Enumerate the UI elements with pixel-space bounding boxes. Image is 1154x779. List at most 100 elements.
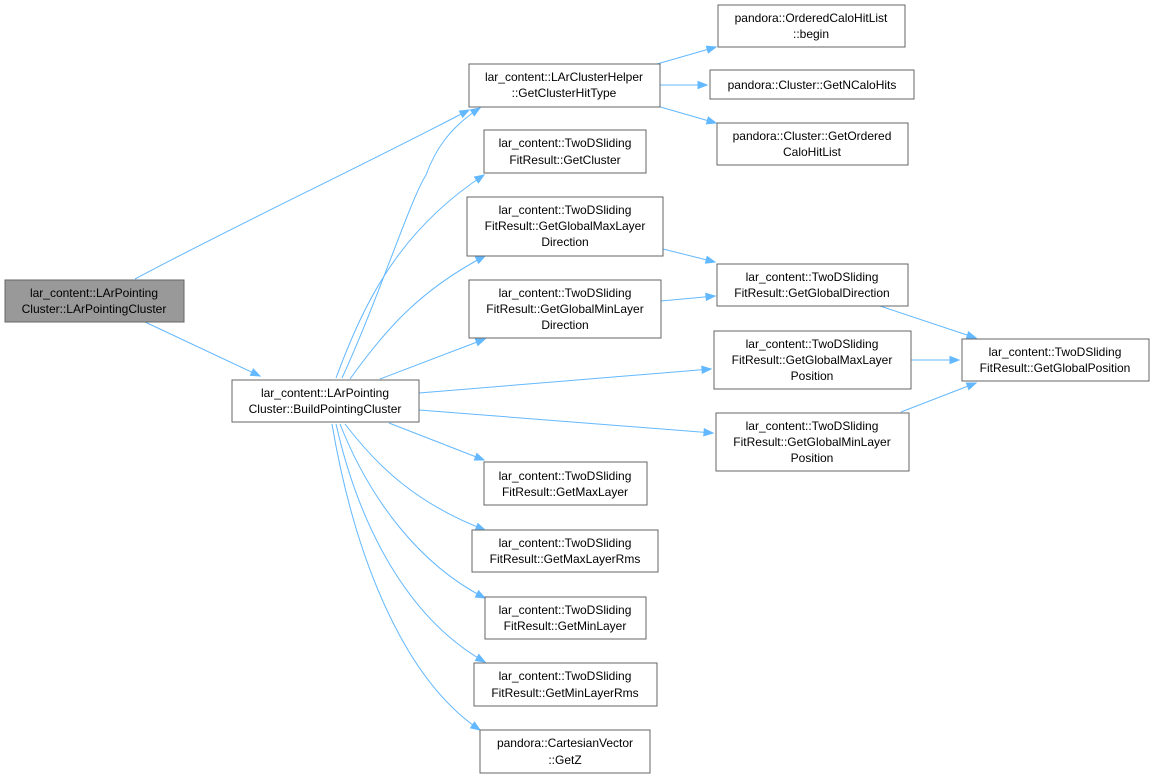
arrowhead-icon — [704, 255, 717, 264]
arrowhead-icon — [705, 292, 717, 302]
node-label-line: FitResult::GetMinLayerRms — [491, 686, 638, 700]
edge-line — [331, 423, 481, 731]
node-minlayerpos[interactable]: lar_content::TwoDSliding FitResult::GetG… — [715, 412, 910, 472]
node-label-line: FitResult::GetGlobalMaxLayer — [732, 353, 893, 367]
node-maxlayer[interactable]: lar_content::TwoDSliding FitResult::GetM… — [483, 461, 648, 506]
node-label-line: FitResult::GetMaxLayerRms — [490, 552, 641, 566]
arrowhead-icon — [965, 330, 978, 340]
node-label-line: Cluster::BuildPointingCluster — [249, 402, 402, 416]
node-label-line: FitResult::GetCluster — [509, 153, 620, 167]
node-label-line: lar_content::TwoDSliding — [499, 603, 632, 617]
node-maxlayerrms[interactable]: lar_content::TwoDSliding FitResult::GetM… — [471, 529, 659, 573]
edge-line — [344, 423, 486, 531]
arrowhead-icon — [469, 721, 482, 731]
call-edges — [134, 45, 978, 731]
edge-line — [335, 174, 485, 379]
edge-root-to-build — [144, 321, 262, 377]
node-minlayerdir[interactable]: lar_content::TwoDSliding FitResult::GetG… — [468, 279, 662, 339]
node-label-line: FitResult::GetGlobalMaxLayer — [485, 219, 646, 233]
edge-root-to-hittype — [134, 109, 471, 280]
arrowhead-icon — [473, 174, 486, 184]
node-getz[interactable]: pandora::CartesianVector ::GetZ — [479, 729, 651, 774]
node-begin[interactable]: pandora::OrderedCaloHitList ::begin — [717, 4, 906, 48]
node-root[interactable]: lar_content::LArPointing Cluster::LArPoi… — [4, 279, 185, 323]
edge-line — [900, 382, 977, 413]
node-label-line: lar_content::TwoDSliding — [499, 136, 632, 150]
node-label-line: lar_content::TwoDSliding — [746, 419, 879, 433]
node-label-line: FitResult::GetGlobalMinLayer — [733, 435, 890, 449]
node-label-line: ::GetClusterHitType — [512, 86, 617, 100]
edge-build-to-maxlayer — [388, 422, 486, 461]
node-label-line: FitResult::GetGlobalPosition — [980, 361, 1131, 375]
node-label-line: FitResult::GetGlobalDirection — [734, 286, 889, 300]
edge-build-to-minlayerdir — [379, 338, 487, 380]
edge-line — [388, 422, 485, 461]
arrowhead-icon — [474, 653, 487, 663]
edge-line — [418, 409, 714, 434]
arrowhead-icon — [701, 365, 713, 374]
node-getcluster[interactable]: lar_content::TwoDSliding FitResult::GetC… — [483, 129, 647, 174]
arrowhead-icon — [474, 255, 487, 265]
node-label-line: lar_content::LArPointing — [30, 286, 158, 300]
node-label-line: pandora::Cluster::GetNCaloHits — [728, 78, 897, 92]
edge-build-to-minlayer — [339, 423, 487, 599]
node-build[interactable]: lar_content::LArPointing Cluster::BuildP… — [231, 379, 420, 423]
node-label-line: lar_content::TwoDSliding — [499, 669, 632, 683]
arrowhead-icon — [474, 589, 487, 599]
edge-build-to-minlayerpos — [418, 409, 715, 437]
node-label-line: pandora::CartesianVector — [497, 736, 633, 750]
edge-line — [144, 321, 261, 377]
edge-build-to-maxlayerdir — [349, 255, 487, 380]
edge-line — [656, 105, 717, 124]
node-label-line: lar_content::LArClusterHelper — [485, 70, 643, 84]
node-label-line: ::GetZ — [548, 753, 581, 767]
node-label-line: lar_content::LArPointing — [261, 386, 389, 400]
edge-build-to-getcluster — [335, 174, 486, 379]
node-minlayerrms[interactable]: lar_content::TwoDSliding FitResult::GetM… — [473, 662, 658, 707]
node-globaldir[interactable]: lar_content::TwoDSliding FitResult::GetG… — [716, 263, 909, 307]
arrowhead-icon — [703, 428, 715, 437]
arrowhead-icon — [705, 45, 718, 54]
node-maxlayerdir[interactable]: lar_content::TwoDSliding FitResult::GetG… — [466, 196, 664, 257]
arrowhead-icon — [458, 109, 471, 119]
edge-minlayerpos-to-globalpos — [900, 382, 978, 413]
edge-line — [379, 338, 486, 380]
edge-line — [656, 46, 717, 65]
node-label-line: Position — [791, 369, 834, 383]
node-ordered[interactable]: pandora::Cluster::GetOrdered CaloHitList — [716, 122, 909, 166]
edge-minlayerdir-to-globaldir — [660, 292, 717, 302]
edge-maxlayerdir-to-globaldir — [662, 248, 717, 264]
node-label-line: lar_content::TwoDSliding — [499, 469, 632, 483]
edge-line — [134, 109, 470, 280]
arrowhead-icon — [697, 80, 709, 90]
arrowhead-icon — [474, 522, 487, 531]
edge-line — [341, 107, 481, 379]
node-label-line: FitResult::GetGlobalMinLayer — [486, 302, 643, 316]
node-label-line: Position — [791, 451, 834, 465]
arrowhead-icon — [949, 355, 961, 365]
edge-build-to-hittype — [341, 107, 482, 379]
node-minlayer[interactable]: lar_content::TwoDSliding FitResult::GetM… — [484, 596, 647, 640]
arrowhead-icon — [474, 338, 487, 347]
node-label-line: FitResult::GetMaxLayer — [502, 485, 628, 499]
node-label-line: Cluster::LArPointingCluster — [22, 302, 167, 316]
edge-hittype-to-ordered — [656, 105, 718, 125]
edge-build-to-getz — [331, 423, 482, 731]
node-ncalohits[interactable]: pandora::Cluster::GetNCaloHits — [709, 69, 915, 100]
edge-maxlayerpos-to-globalpos — [911, 355, 961, 365]
node-label-line: lar_content::TwoDSliding — [499, 536, 632, 550]
node-hittype[interactable]: lar_content::LArClusterHelper ::GetClust… — [468, 63, 661, 108]
arrowhead-icon — [473, 452, 486, 461]
node-maxlayerpos[interactable]: lar_content::TwoDSliding FitResult::GetG… — [713, 330, 912, 390]
node-globalpos[interactable]: lar_content::TwoDSliding FitResult::GetG… — [961, 338, 1150, 382]
node-label-line: Direction — [541, 235, 588, 249]
edge-build-to-maxlayerrms — [344, 423, 487, 531]
arrowhead-icon — [705, 116, 718, 125]
edge-line — [339, 423, 486, 599]
edge-hittype-to-ncalohits — [660, 80, 709, 90]
node-label-line: lar_content::TwoDSliding — [499, 203, 632, 217]
node-label-line: pandora::OrderedCaloHitList — [735, 11, 888, 25]
node-label-line: lar_content::TwoDSliding — [746, 270, 879, 284]
node-label-line: lar_content::TwoDSliding — [499, 286, 632, 300]
